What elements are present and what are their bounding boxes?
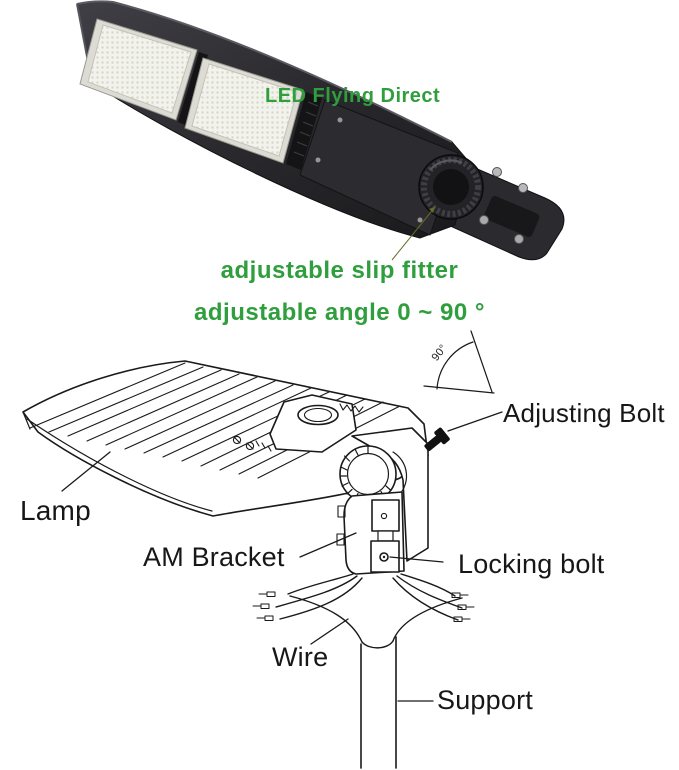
diagram-lamp-tip xyxy=(22,411,31,430)
label-support: Support xyxy=(437,685,533,715)
label-adjusting-bolt: Adjusting Bolt xyxy=(503,398,665,428)
diagram-knob xyxy=(339,445,408,503)
diagram-screw-set xyxy=(232,435,272,452)
diagram-bracket xyxy=(336,491,405,575)
diagram-lamp-rim xyxy=(26,418,213,512)
photo-wiring-box xyxy=(484,196,540,237)
diagram-wires xyxy=(252,573,475,649)
diagram-adjusting-bolt xyxy=(424,427,450,452)
photo-vent-fins-2 xyxy=(286,92,322,170)
label-wire: Wire xyxy=(272,642,329,672)
caption-angle-range: adjustable angle 0 ~ 90 ° xyxy=(194,299,485,326)
label-am-bracket: AM Bracket xyxy=(143,542,285,572)
photo-led-panel-left xyxy=(79,18,198,121)
label-locking-bolt: Locking bolt xyxy=(458,549,605,579)
caption-slip-fitter: adjustable slip fitter xyxy=(220,257,459,284)
brand-watermark: LED Flying Direct xyxy=(265,85,441,107)
diagram-spring xyxy=(339,403,364,413)
diagram-pole xyxy=(360,636,397,769)
photo-led-panel-right xyxy=(184,57,304,164)
photo-vent-lines xyxy=(293,101,319,157)
photo-slip-fitter-knob xyxy=(418,154,484,220)
diagram-wire-tips-right xyxy=(451,592,475,622)
diagram-leader-lines xyxy=(61,411,503,702)
diagram-wire-tips-left xyxy=(252,591,276,621)
photo-housing-highlight xyxy=(76,0,453,143)
diagram-angle-annotation xyxy=(423,330,495,394)
diagram-sensor-socket-inner xyxy=(303,407,333,423)
photo-driver-plate xyxy=(299,99,459,236)
diagram-line-drawing xyxy=(22,330,503,769)
photo-led-shoebox-light xyxy=(76,0,565,261)
photo-pointer-arrow xyxy=(391,206,436,261)
label-lamp: Lamp xyxy=(20,495,91,526)
diagram-lamp-outline xyxy=(22,360,429,517)
photo-arm-screws xyxy=(479,167,528,244)
